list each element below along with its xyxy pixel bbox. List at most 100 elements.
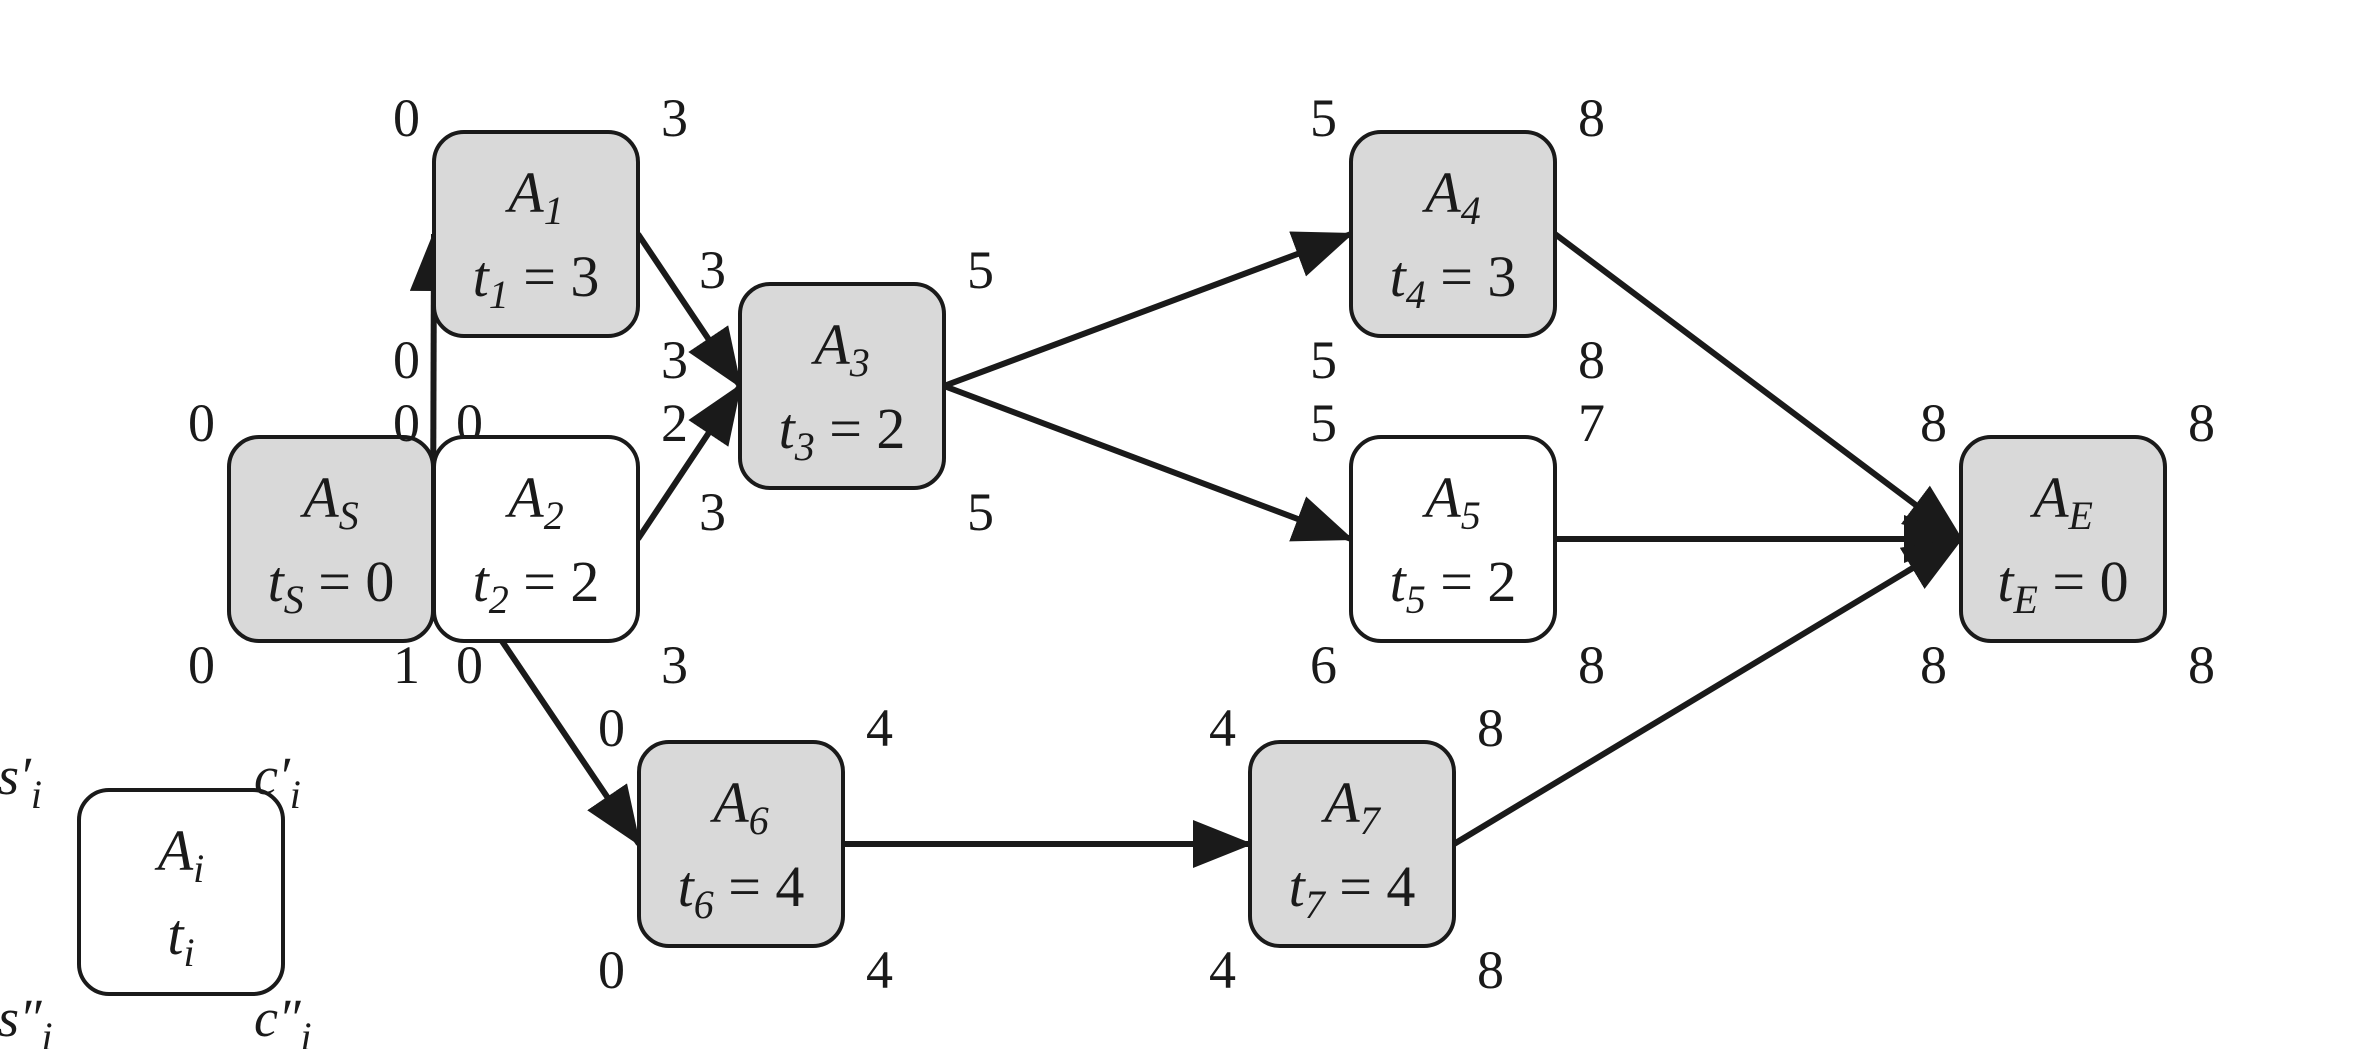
duration-letter: t xyxy=(1390,549,1408,614)
legend-early-start-label-main: s′ xyxy=(0,746,32,806)
duration-value: 3 xyxy=(570,244,599,309)
duration-equals: = xyxy=(1426,244,1488,309)
late-finish: 3 xyxy=(661,635,688,695)
activity-name: A1 xyxy=(504,160,563,233)
legend-late-finish-label: c″i xyxy=(254,988,312,1049)
duration-value: 0 xyxy=(2100,549,2129,614)
activity-name: AS xyxy=(299,465,358,538)
late-start: 4 xyxy=(1209,940,1236,1000)
early-start: 5 xyxy=(1310,88,1337,148)
duration-subscript: 4 xyxy=(1406,272,1426,317)
early-finish: 8 xyxy=(2188,393,2215,453)
duration-letter: t xyxy=(1390,244,1408,309)
activity-subscript: 3 xyxy=(849,340,870,385)
late-finish: 8 xyxy=(1578,330,1605,390)
early-finish: 5 xyxy=(967,240,994,300)
legend-late-finish-label-main: c″ xyxy=(254,988,301,1048)
activity-letter: A xyxy=(1421,160,1461,225)
duration-subscript: S xyxy=(284,577,304,622)
activity-letter: A xyxy=(709,770,749,835)
node-box xyxy=(432,130,640,338)
duration-equals: = xyxy=(1325,854,1387,919)
legend-early-finish-label-subscript: i xyxy=(290,772,301,817)
activity-letter: A xyxy=(810,312,850,377)
late-start: 0 xyxy=(393,330,420,390)
edge-a3-to-a5 xyxy=(942,383,1354,542)
duration-formula: t7 = 4 xyxy=(1289,854,1416,927)
early-finish: 2 xyxy=(661,393,688,453)
activity-letter: A xyxy=(1421,465,1461,530)
activity-name: A5 xyxy=(1421,465,1480,538)
activity-name: A3 xyxy=(810,312,869,385)
duration-equals: = xyxy=(509,549,571,614)
node-box xyxy=(637,740,845,948)
activity-subscript: S xyxy=(339,493,359,538)
legend-early-start-label: s′i xyxy=(0,746,42,817)
activity-subscript: 4 xyxy=(1461,188,1481,233)
node-box xyxy=(1349,435,1557,643)
duration-letter: t xyxy=(1289,854,1307,919)
edge-a7-to-ae xyxy=(1452,536,1964,847)
legend-late-start-label: s″i xyxy=(0,988,53,1049)
activity-name: A7 xyxy=(1320,770,1381,843)
late-finish: 5 xyxy=(967,482,994,542)
activity-subscript: 2 xyxy=(544,493,564,538)
duration-equals: = xyxy=(509,244,571,309)
duration-formula: t6 = 4 xyxy=(678,854,805,927)
activity-letter: A xyxy=(299,465,339,530)
early-start: 0 xyxy=(393,393,420,453)
early-start: 5 xyxy=(1310,393,1337,453)
node-box xyxy=(1349,130,1557,338)
activity-subscript: E xyxy=(2068,493,2093,538)
node-box xyxy=(1959,435,2167,643)
legend-activity-name: Ai xyxy=(154,818,205,891)
duration-value: 2 xyxy=(1487,549,1516,614)
late-start: 8 xyxy=(1920,635,1947,695)
early-start: 0 xyxy=(598,698,625,758)
late-start: 0 xyxy=(188,635,215,695)
legend-late-start-label-main: s″ xyxy=(0,988,42,1048)
legend-activity-letter: A xyxy=(154,818,194,883)
activity-letter: A xyxy=(1320,770,1360,835)
legend-duration-subscript: i xyxy=(184,930,195,975)
activity-letter: A xyxy=(504,160,544,225)
duration-formula: t1 = 3 xyxy=(473,244,600,317)
legend-early-finish-label-main: c′ xyxy=(254,746,291,806)
legend-box xyxy=(77,788,285,996)
duration-formula: tE = 0 xyxy=(1997,549,2128,622)
activity-name: A2 xyxy=(504,465,563,538)
early-start: 0 xyxy=(393,88,420,148)
duration-value: 4 xyxy=(775,854,804,919)
late-start: 1 xyxy=(393,635,420,695)
early-finish: 7 xyxy=(1578,393,1605,453)
duration-formula: t5 = 2 xyxy=(1390,549,1517,622)
edge-a4-to-ae xyxy=(1553,231,1964,542)
late-start: 5 xyxy=(1310,330,1337,390)
duration-value: 4 xyxy=(1386,854,1415,919)
legend-early-finish-label: c′i xyxy=(254,746,301,817)
legend-early-start-label-subscript: i xyxy=(31,772,42,817)
activity-letter: A xyxy=(504,465,544,530)
duration-subscript: E xyxy=(2012,577,2037,622)
duration-subscript: 2 xyxy=(489,577,509,622)
late-start: 3 xyxy=(699,482,726,542)
node-a1: A1 t1 = 3 0 3 0 3 xyxy=(393,88,688,390)
late-finish: 8 xyxy=(2188,635,2215,695)
duration-letter: t xyxy=(473,244,491,309)
early-finish: 8 xyxy=(1477,698,1504,758)
activity-name: A4 xyxy=(1421,160,1480,233)
activity-letter: A xyxy=(2029,465,2069,530)
duration-letter: t xyxy=(678,854,696,919)
late-finish: 3 xyxy=(661,330,688,390)
duration-equals: = xyxy=(815,396,877,461)
late-finish: 8 xyxy=(1578,635,1605,695)
activity-name: A6 xyxy=(709,770,768,843)
activity-subscript: 7 xyxy=(1360,798,1382,843)
early-start: 4 xyxy=(1209,698,1236,758)
duration-equals: = xyxy=(714,854,776,919)
duration-value: 2 xyxy=(876,396,905,461)
